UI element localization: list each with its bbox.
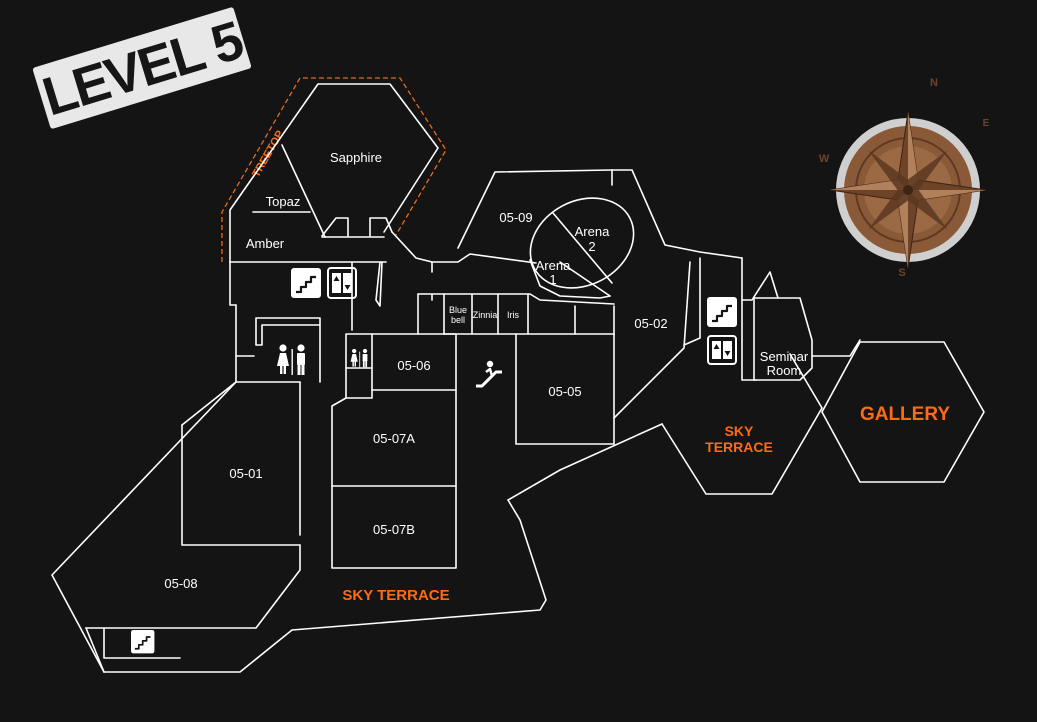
level-stamp: LEVEL 5 [32, 7, 252, 129]
room-bluebell-line2: bell [451, 315, 465, 325]
room-05-06: 05-06 [397, 358, 430, 373]
room-topaz: Topaz [266, 194, 301, 209]
compass-s: S [898, 267, 905, 279]
sky-terrace-east-label-line1: SKY [725, 423, 754, 439]
stairs-icon [707, 297, 737, 327]
level-title: LEVEL 5 [36, 10, 250, 127]
room-arena-2-line1: Arena [575, 224, 610, 239]
room-05-02: 05-02 [634, 316, 667, 331]
room-05-01: 05-01 [229, 466, 262, 481]
room-iris: Iris [507, 310, 519, 320]
room-arena-1-line1: Arena [536, 258, 571, 273]
room-amber: Amber [246, 236, 285, 251]
compass-e: E [983, 118, 990, 129]
room-bluebell-line1: Blue [449, 305, 467, 315]
sky-terrace-east-label-line2: TERRACE [705, 439, 773, 455]
sky-terrace-main-label: SKY TERRACE [342, 587, 449, 604]
compass-n: N [930, 77, 938, 89]
lift-icon [327, 267, 357, 299]
room-arena-2-line2: 2 [588, 239, 595, 254]
room-05-08: 05-08 [164, 576, 197, 591]
stairs-icon [291, 268, 321, 298]
treetop-outline [221, 77, 447, 262]
gallery-label: GALLERY [860, 404, 950, 425]
lift-icon [707, 335, 737, 365]
restroom-icon [277, 344, 305, 375]
room-05-05: 05-05 [548, 384, 581, 399]
room-05-07b: 05-07B [373, 522, 415, 537]
restroom-icon [350, 348, 368, 368]
room-arena-1-line2: 1 [549, 272, 556, 287]
room-zinnia: Zinnia [473, 310, 498, 320]
stairs-icon [131, 630, 155, 654]
room-seminar-line1: Seminar [760, 349, 809, 364]
compass-rose-icon: N E S W [819, 77, 990, 279]
room-05-07a: 05-07A [373, 431, 415, 446]
room-05-09: 05-09 [499, 210, 532, 225]
room-seminar-line2: Room [767, 363, 802, 378]
escalator-icon [476, 360, 502, 388]
compass-w: W [819, 153, 830, 165]
room-sapphire: Sapphire [330, 150, 382, 165]
floor-walls [51, 83, 985, 673]
